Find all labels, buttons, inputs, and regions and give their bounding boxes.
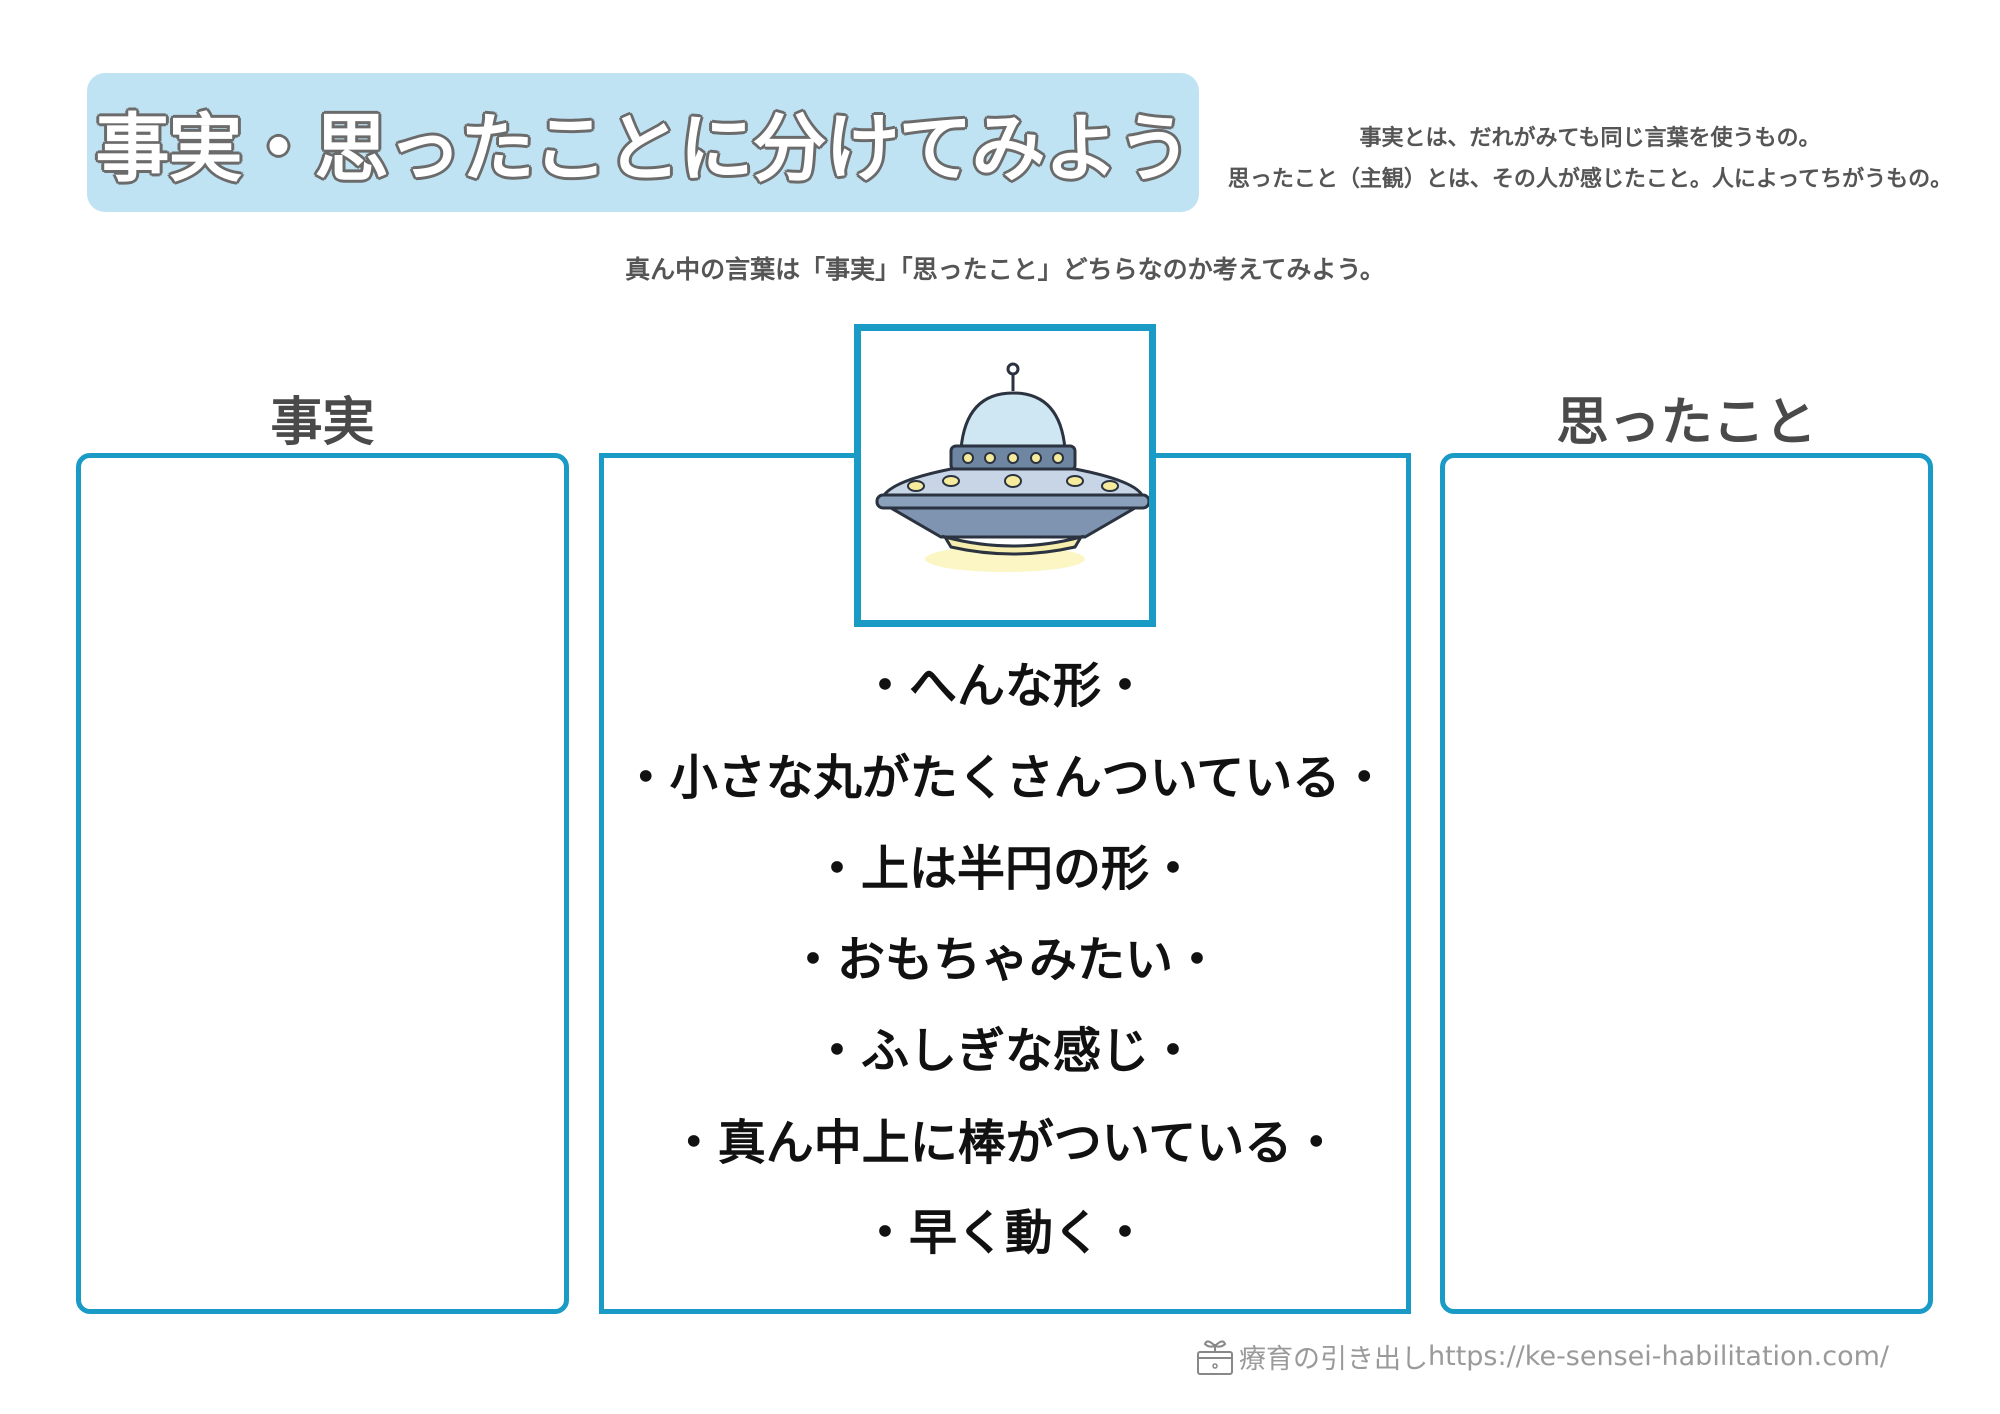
statement-item: ・早く動く・ [860,1205,1149,1261]
statement-item: ・へんな形・ [860,658,1149,714]
definition-opinion: 思ったこと（主観）とは、その人が感じたこと。人によってちがうもの。 [1227,167,1953,192]
opinion-header: 思ったこと [1556,393,1817,453]
statement-item: ・ふしぎな感じ・ [812,1023,1197,1079]
statement-item: ・おもちゃみたい・ [788,932,1221,988]
title-banner [87,73,1199,212]
site-url[interactable]: https://ke-sensei-habilitation.com/ [1428,1340,1890,1372]
definition-fact: 事実とは、だれがみても同じ言葉を使うもの。 [1359,126,1821,151]
opinion-answer-box[interactable] [1440,453,1933,1314]
fact-header: 事実 [270,393,375,453]
instruction: 真ん中の言葉は「事実」「思ったこと」どちらなのか考えてみよう。 [625,255,1385,284]
site-name: 療育の引き出し [1239,1343,1428,1375]
ufo-image-frame [854,324,1156,627]
fact-answer-box[interactable] [76,453,569,1314]
drawer-sprout-icon [1197,1340,1233,1375]
statement-item: ・上は半円の形・ [812,841,1197,897]
ufo-icon [875,362,1151,572]
page-title: 事実・思ったことに分けてみよう [95,106,1192,192]
footer: 療育の引き出し https://ke-sensei-habilitation.c… [1195,1336,1889,1376]
statement-item: ・真ん中上に棒がついている・ [669,1115,1341,1171]
statement-item: ・小さな丸がたくさんついている・ [621,750,1389,806]
